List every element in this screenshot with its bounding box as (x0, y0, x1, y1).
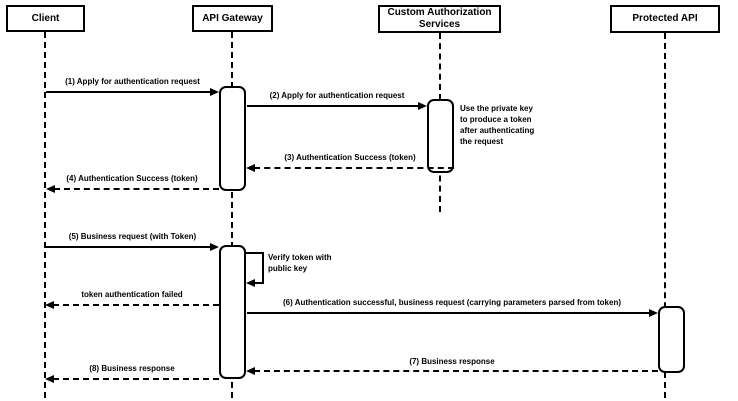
message-failed-arrowhead-icon (45, 301, 54, 309)
actor-client: Client (6, 5, 85, 32)
actor-api-gateway: API Gateway (192, 5, 273, 32)
message-2-line (247, 105, 420, 107)
message-failed-line (53, 304, 219, 306)
lifeline-protected-api (664, 33, 666, 398)
self-message-arrowhead-icon (246, 279, 255, 287)
message-4-line (54, 188, 219, 190)
activation-gateway-business (219, 245, 246, 379)
message-1-line (46, 91, 212, 93)
message-4-arrowhead-icon (46, 185, 55, 193)
message-1-arrowhead-icon (210, 88, 219, 96)
actor-api-gateway-label: API Gateway (202, 12, 263, 24)
actor-protected-api-label: Protected API (632, 13, 698, 24)
actor-custom-auth-label: Custom Authorization Services (387, 7, 492, 30)
message-8-line (53, 378, 219, 380)
lifeline-api-gateway (231, 32, 233, 398)
message-3-label: (3) Authentication Success (token) (284, 153, 416, 162)
message-3-line (254, 167, 454, 169)
lifeline-client (44, 32, 46, 398)
self-message-top-line (246, 252, 264, 254)
self-message-label: Verify token with public key (268, 253, 332, 273)
activation-gateway-auth (219, 86, 246, 191)
self-message-bottom-line (254, 282, 264, 284)
actor-custom-auth: Custom Authorization Services (378, 5, 501, 33)
message-5-line (46, 246, 212, 248)
self-message-vertical-line (262, 252, 264, 283)
message-7-label: (7) Business response (409, 357, 495, 366)
message-5-arrowhead-icon (210, 243, 219, 251)
message-8-label: (8) Business response (89, 364, 175, 373)
actor-protected-api: Protected API (610, 5, 720, 33)
message-6-arrowhead-icon (649, 309, 658, 317)
message-5-label: (5) Business request (with Token) (68, 232, 197, 241)
actor-client-label: Client (31, 12, 60, 24)
message-failed-label: token authentication failed (81, 290, 183, 299)
message-4-label: (4) Authentication Success (token) (66, 174, 198, 183)
message-7-arrowhead-icon (246, 367, 255, 375)
note-private-key: Use the private key to produce a token a… (460, 104, 535, 146)
message-3-arrowhead-icon (246, 164, 255, 172)
activation-protected-api (658, 306, 685, 373)
message-2-arrowhead-icon (418, 102, 427, 110)
message-2-label: (2) Apply for authentication request (269, 91, 405, 100)
message-1-label: (1) Apply for authentication request (65, 77, 200, 86)
message-8-arrowhead-icon (45, 375, 54, 383)
message-6-label: (6) Authentication successful, business … (282, 298, 622, 307)
message-7-line (254, 370, 658, 372)
activation-custom-auth (427, 99, 454, 173)
message-6-line (247, 312, 651, 314)
